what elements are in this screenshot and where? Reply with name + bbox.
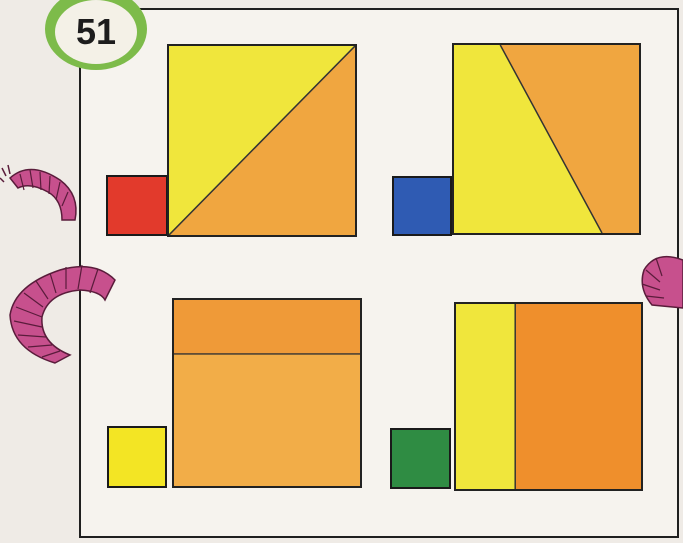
- blue-swatch: [392, 176, 452, 236]
- strip-top-orange-piece: [174, 300, 360, 354]
- worm-left-bottom-icon: [0, 255, 125, 370]
- red-swatch: [106, 175, 168, 236]
- puzzle-square-vertical: [454, 302, 643, 491]
- puzzle-square-diagonal: [167, 44, 357, 237]
- puzzle-number: 51: [55, 0, 137, 64]
- green-swatch: [390, 428, 451, 489]
- puzzle-square-horizontal: [172, 298, 362, 488]
- rect-right-orange-piece: [515, 304, 641, 489]
- rect-bottom-orange-piece: [174, 354, 360, 486]
- strip-left-yellow-piece: [456, 304, 515, 489]
- yellow-swatch: [107, 426, 167, 488]
- worm-right-icon: [636, 250, 683, 315]
- puzzle-square-slanted: [452, 43, 641, 235]
- worm-left-top-icon: [0, 150, 85, 225]
